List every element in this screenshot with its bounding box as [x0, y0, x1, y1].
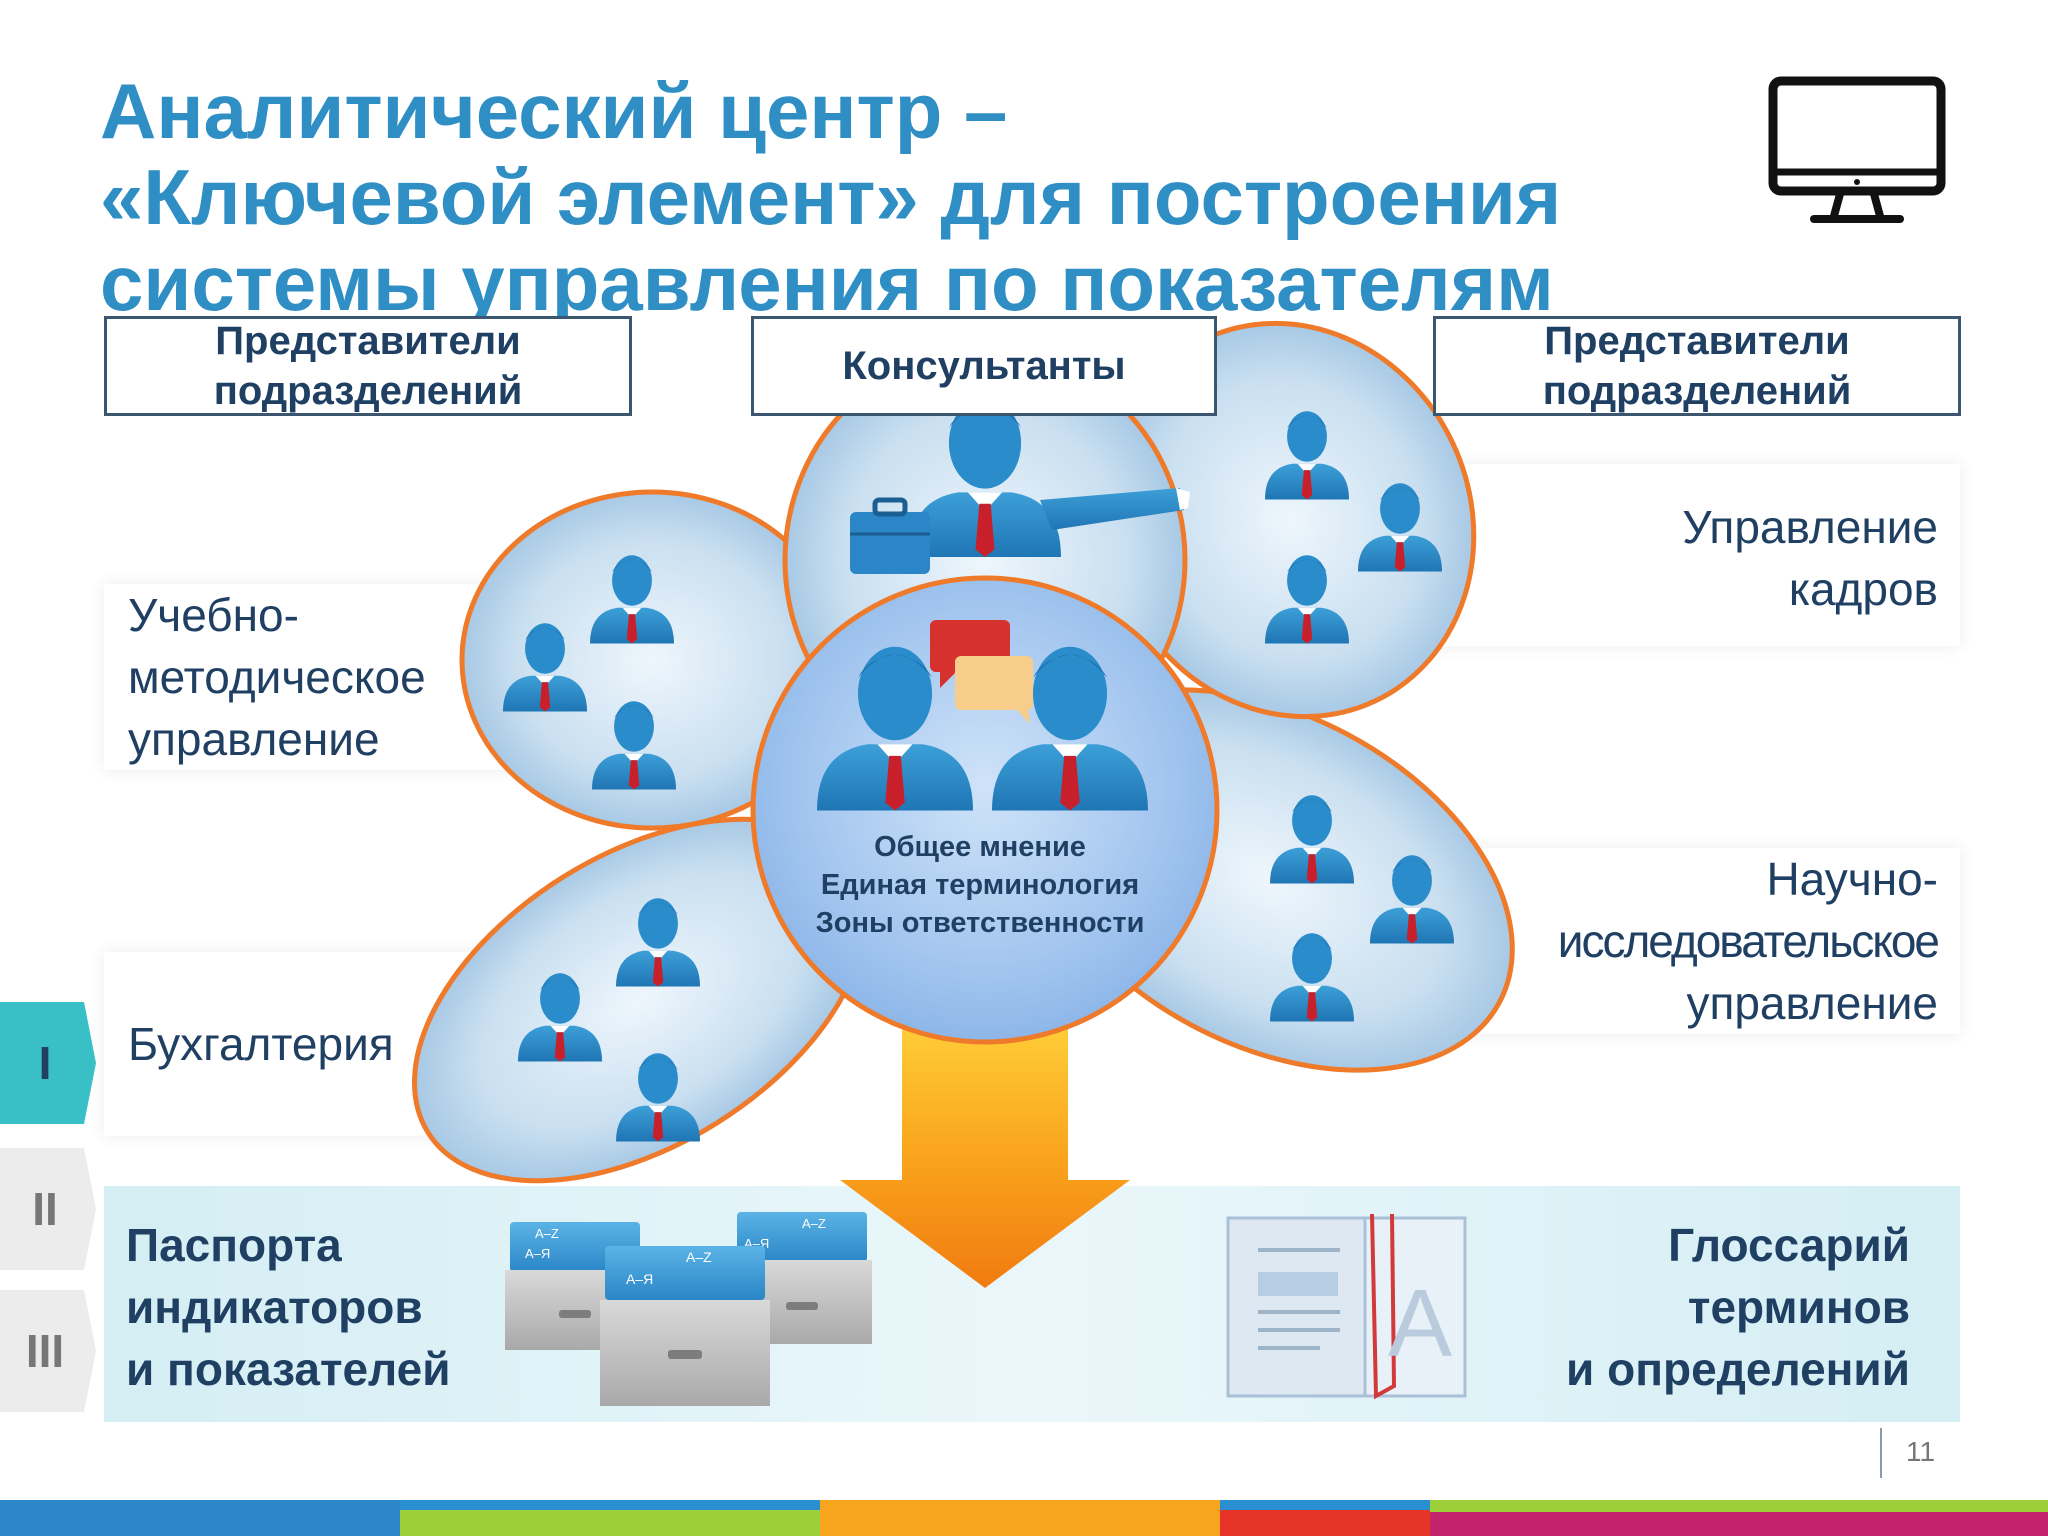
glossary-line-3: и определений: [1566, 1343, 1910, 1395]
header-right-line-2: подразделений: [1542, 369, 1852, 413]
card-tab-az-3: A–Z: [686, 1249, 712, 1265]
card-tab-ay-1: A–Я: [525, 1246, 550, 1261]
card-tab-ay-3: A–Я: [626, 1271, 653, 1287]
header-left-line-2: подразделений: [213, 369, 523, 413]
header-left-line-1: Представители: [215, 319, 521, 363]
header-center-text: Консультанты: [842, 344, 1126, 388]
page-number-divider: [1880, 1428, 1882, 1478]
card-files-icon: A–Z A–Я A–Z A–Я A–Z A–Я: [505, 1212, 872, 1406]
monitor-icon: [1768, 76, 1946, 223]
passports-line-1: Паспорта: [126, 1219, 342, 1271]
nav-tab-1[interactable]: I: [0, 1002, 96, 1124]
nav-tab-3-label: III: [25, 1325, 65, 1377]
label-accounting-text: Бухгалтерия: [128, 1018, 394, 1070]
nav-tab-1-label: I: [38, 1037, 52, 1089]
passports-line-2: индикаторов: [126, 1281, 423, 1333]
nav-tab-1-shape: [0, 1002, 96, 1124]
speech-bubbles-icon: [930, 620, 1033, 724]
header-consultants: Консультанты: [751, 316, 1217, 416]
consultant-presenter-icon: [850, 397, 1190, 574]
title-line-1: Аналитический центр –: [100, 67, 1008, 155]
title-line-3: системы управления по показателям: [100, 239, 1554, 327]
nav-tab-3[interactable]: III: [0, 1290, 96, 1412]
center-line-2: Единая терминология: [820, 869, 1140, 901]
glossary-label: Глоссарий терминов и определений: [1460, 1214, 1910, 1400]
passports-line-3: и показателей: [126, 1343, 451, 1395]
nav-tab-2-shape: [0, 1148, 96, 1270]
label-research-dept: Научно- исследовательское управление: [1430, 848, 1960, 1034]
page-number: 11: [1906, 1436, 1936, 1467]
label-hr-line-1: Управление: [1682, 501, 1938, 553]
arrow-down-icon: [840, 1010, 1130, 1288]
book-icon: A: [1226, 1213, 1467, 1400]
label-training-line-1: Учебно-: [128, 589, 299, 641]
passports-label: Паспорта индикаторов и показателей: [126, 1214, 451, 1400]
bottom-color-strip: [0, 1500, 2048, 1536]
label-research-line-3: управление: [1686, 977, 1938, 1029]
title-line-2: «Ключевой элемент» для построения: [100, 153, 1562, 241]
page-title: Аналитический центр – «Ключевой элемент»…: [100, 68, 1660, 326]
glossary-line-1: Глоссарий: [1668, 1219, 1910, 1271]
label-research-line-1: Научно-: [1766, 853, 1938, 905]
center-line-1: Общее мнение: [874, 831, 1086, 863]
nav-tab-2[interactable]: II: [0, 1148, 96, 1270]
header-left-representatives: Представители подразделений: [104, 316, 632, 416]
header-right-representatives: Представители подразделений: [1433, 316, 1961, 416]
label-hr-dept: Управление кадров: [1420, 464, 1960, 646]
glossary-line-2: терминов: [1687, 1281, 1910, 1333]
card-tab-az-1: A–Z: [535, 1226, 559, 1241]
book-letter: A: [1388, 1270, 1452, 1377]
header-right-line-1: Представители: [1544, 319, 1850, 363]
card-tab-az-2: A–Z: [802, 1216, 826, 1231]
center-line-3: Зоны ответственности: [815, 907, 1145, 939]
label-training-line-2: методическое: [128, 651, 426, 703]
nav-tab-2-label: II: [32, 1183, 58, 1235]
label-training-line-3: управление: [128, 713, 380, 765]
label-hr-line-2: кадров: [1788, 563, 1938, 615]
nav-tab-3-shape: [0, 1290, 96, 1412]
label-research-line-2: исследовательское: [1557, 915, 1940, 967]
center-text: Общее мнение Единая терминология Зоны от…: [770, 828, 1190, 942]
